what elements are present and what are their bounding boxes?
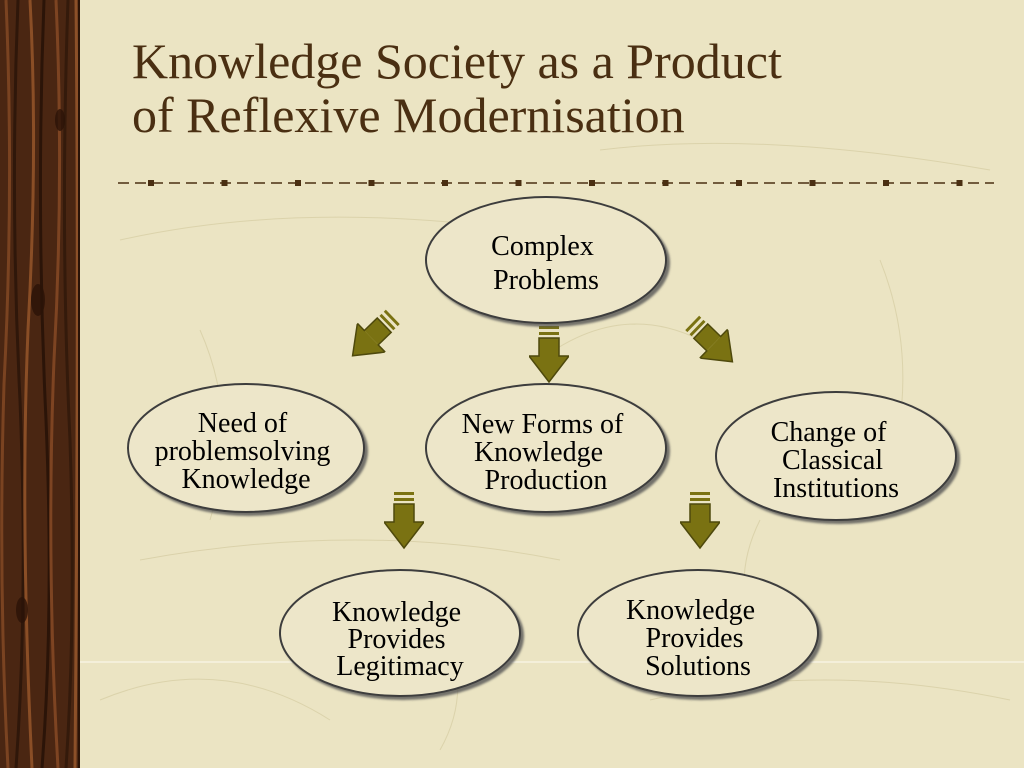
divider-dot bbox=[662, 180, 669, 186]
divider-dot bbox=[221, 180, 228, 186]
node-label-line: Knowledge bbox=[181, 464, 310, 495]
divider-dot bbox=[295, 180, 301, 186]
divider-dot bbox=[736, 180, 742, 186]
divider-dot bbox=[883, 180, 889, 186]
node-label-line: Need of bbox=[198, 408, 288, 439]
node-new-forms-of-knowledge-production: New Forms of Knowledge Production bbox=[425, 383, 667, 513]
svg-text:Knowledge Provides: Knowledge Provides Solutions bbox=[626, 595, 762, 682]
node-label-line: problemsolving bbox=[155, 436, 331, 467]
arrow-down-left-icon bbox=[337, 302, 407, 371]
node-label-line: Knowledge bbox=[474, 437, 603, 468]
divider-dot bbox=[442, 180, 448, 186]
arrow-down-icon bbox=[529, 326, 569, 383]
arrow-down-icon bbox=[384, 492, 424, 549]
node-label-line: Legitimacy bbox=[336, 651, 464, 682]
node-knowledge-provides-solutions: Knowledge Provides Solutions bbox=[577, 569, 819, 697]
node-label-line: Problems bbox=[493, 265, 599, 296]
arrow-down-icon bbox=[680, 492, 720, 549]
node-need-of-problemsolving-knowledge: Need of problemsolving Knowledge bbox=[127, 383, 365, 513]
node-label-line: Change of bbox=[771, 417, 888, 448]
node-label-line: Classical bbox=[782, 445, 883, 476]
slide-title-line-2: of Reflexive Modernisation bbox=[132, 87, 685, 143]
slide-title: Knowledge Society as a Product of Reflex… bbox=[132, 34, 1002, 142]
divider-dot bbox=[956, 180, 963, 186]
node-label-line: Knowledge bbox=[332, 597, 461, 628]
dashed-divider-line bbox=[118, 180, 994, 186]
node-change-of-classical-institutions: Change of Classical Institutions bbox=[715, 391, 957, 521]
node-label-line: New Forms of bbox=[462, 409, 624, 440]
node-knowledge-provides-legitimacy: Knowledge Provides Legitimacy bbox=[279, 569, 521, 697]
arrow-down-right-icon bbox=[678, 308, 748, 377]
divider-dot bbox=[515, 180, 522, 186]
svg-text:Change of Classical: Change of Classical Institutions bbox=[771, 417, 899, 504]
divider-dot bbox=[148, 180, 154, 186]
divider-dot bbox=[589, 180, 595, 186]
svg-text:Complex Problems: Complex Problems bbox=[491, 231, 601, 296]
node-label-line: Solutions bbox=[645, 651, 751, 682]
node-label-line: Institutions bbox=[773, 473, 899, 504]
divider-dot bbox=[809, 180, 816, 186]
node-label-line: Knowledge bbox=[626, 595, 755, 626]
node-label-line: Provides bbox=[348, 624, 446, 655]
node-label-line: Production bbox=[485, 465, 608, 496]
svg-text:New Forms of Knowledge: New Forms of Knowledge Production bbox=[462, 409, 631, 496]
wood-grain-sidebar bbox=[0, 0, 80, 768]
node-label-line: Complex bbox=[491, 231, 594, 262]
divider-dot bbox=[368, 180, 375, 186]
node-label-line: Provides bbox=[646, 623, 744, 654]
svg-text:Knowledge Provides: Knowledge Provides Legitimacy bbox=[332, 597, 468, 682]
svg-text:Need of problemsolving: Need of problemsolving Knowledge bbox=[155, 408, 338, 495]
slide-title-line-1: Knowledge Society as a Product bbox=[132, 33, 782, 89]
node-complex-problems: Complex Problems bbox=[425, 196, 667, 324]
